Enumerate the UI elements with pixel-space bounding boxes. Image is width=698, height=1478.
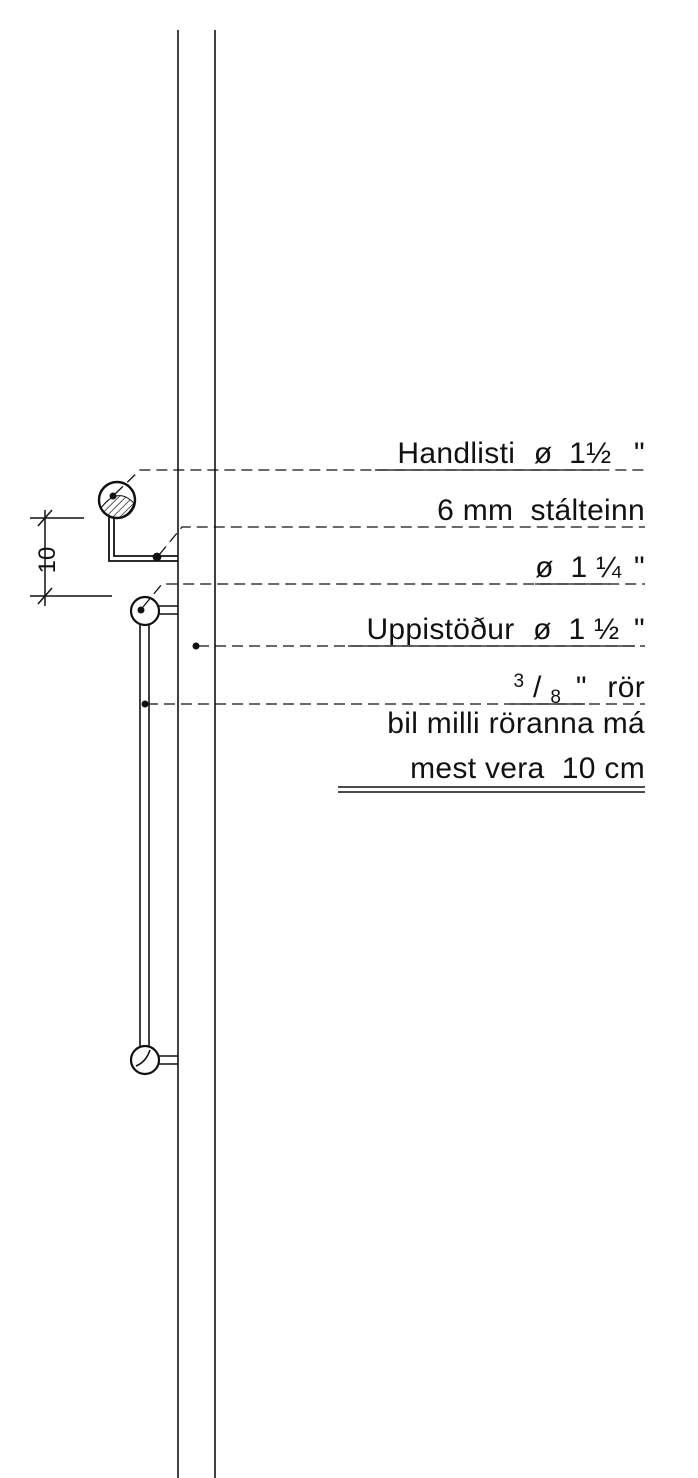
label-post: Uppistöður ø 1 ½ " [366,613,645,646]
handrail-center-dot [109,492,117,500]
label-handrail: Handlisti ø 1½ " [397,437,645,470]
handrail-hatch [100,495,135,519]
leader-handrail [114,469,645,495]
label-pipe-num: 3 [514,671,525,692]
label-pipe-word: rör [607,671,645,704]
dim-tick-bottom [37,587,53,605]
steel-bar-bracket [108,517,178,562]
label-pipe-slash: / [533,671,542,704]
bottom-tube-profile [129,1044,178,1076]
label-top-tube-size: 1 ¼ [570,551,622,584]
label-handrail-name: Handlisti [397,437,515,470]
label-handrail-dia: ø [534,437,553,470]
bottom-tube-mark [135,1049,151,1067]
pipe-dot [141,700,149,708]
label-post-dia: ø [533,613,552,646]
label-pipe-den: 8 [550,687,561,708]
note-underline [338,786,645,793]
label-post-unit: " [634,613,645,646]
dim-tick-top [37,509,53,527]
label-post-size: 1 ½ [568,613,619,646]
leader-top-tube [142,583,645,608]
dimension-10 [30,509,112,606]
post-dot [192,642,200,650]
wall-section [177,30,216,1478]
label-top-tube: ø 1 ¼ " [535,551,645,584]
dimension-value: 10 [34,547,61,574]
label-handrail-unit: " [634,437,645,470]
top-tube-dot [137,606,145,614]
label-steel-bar: 6 mm stálteinn [437,494,645,527]
label-top-tube-unit: " [634,551,645,584]
top-tube-profile [129,595,178,627]
handrail-profile [97,480,137,520]
label-top-tube-dia: ø [535,551,554,584]
label-pipe: 3 / 8 " rör [514,661,645,710]
bracket-line-outer [108,517,178,562]
label-underlines [348,469,635,705]
bracket-dot [152,552,162,562]
label-note-line1: bil milli röranna má [387,707,645,740]
label-pipe-unit: " [576,671,587,704]
label-handrail-size: 1½ [569,437,611,470]
top-tube-circle [129,595,161,627]
label-post-name: Uppistöður [366,613,514,646]
vertical-pipe [139,624,150,1046]
leader-bar [158,526,645,556]
bracket-line-inner [113,517,178,557]
label-note-line2: mest vera 10 cm [410,752,645,785]
